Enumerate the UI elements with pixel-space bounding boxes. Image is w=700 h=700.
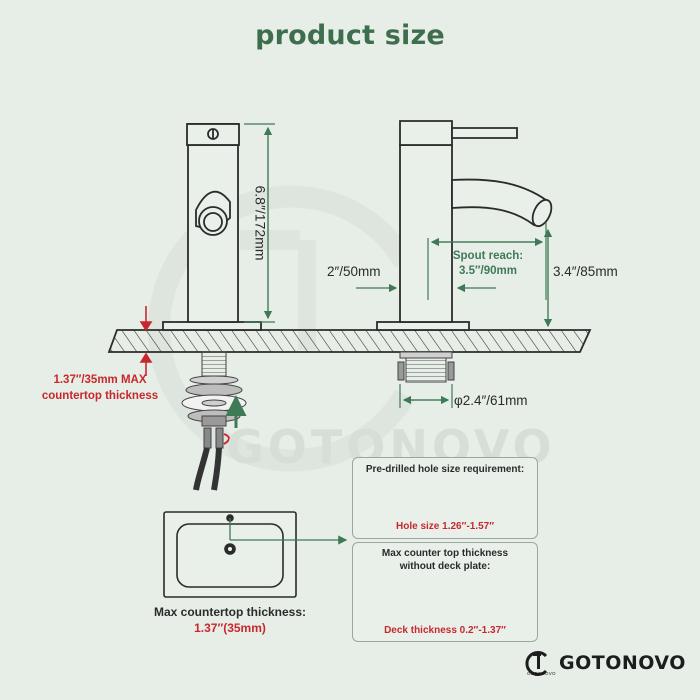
brand-mark-text: GOTONOVO (527, 671, 556, 676)
watermark-logo (148, 185, 415, 472)
hole-diameter-label: φ2.4″/61mm (454, 393, 528, 408)
mounting-hardware (181, 351, 247, 491)
countertop-note-line1: 1.37″/35mm MAX (53, 374, 147, 386)
deck-thickness-card-detail: Deck thickness 0.2″-1.37″ (384, 625, 506, 636)
countertop-slab (107, 329, 592, 353)
deck-thickness-card: Max counter top thickness without deck p… (352, 542, 538, 642)
faucet-front-view (162, 123, 262, 331)
hole-size-card-title: Pre-drilled hole size requirement: (365, 464, 525, 475)
countertop-thickness-arrows (139, 306, 153, 376)
spout-reach-value: 3.5″/90mm (459, 265, 517, 277)
faucet-side-view (376, 120, 553, 331)
hole-size-card-detail: Hole size 1.26″-1.57″ (396, 521, 494, 532)
base-width-label: 2″/50mm (327, 264, 381, 279)
brand-name: GOTONOVO (559, 652, 686, 674)
max-countertop-value: 1.37″(35mm) (194, 621, 266, 635)
height-dimension-line (244, 123, 275, 323)
page-title: product size (255, 20, 445, 51)
deck-thickness-card-title: Max counter top thickness without deck p… (381, 548, 509, 572)
height-label: 6.8″/172mm (252, 185, 269, 261)
max-countertop-label: Max countertop thickness: (153, 605, 307, 619)
hole-size-card: Pre-drilled hole size requirement: Hole … (352, 457, 538, 539)
drain-fitting (397, 351, 455, 383)
sink-top-view (163, 511, 297, 598)
side-dimension-lines (356, 222, 553, 408)
countertop-note-line2: countertop thickness (41, 390, 159, 402)
spout-reach-label: Spout reach: (452, 250, 524, 262)
brand-logo-icon (525, 651, 548, 676)
callout-connector (229, 518, 348, 545)
spout-height-label: 3.4″/85mm (553, 264, 618, 279)
